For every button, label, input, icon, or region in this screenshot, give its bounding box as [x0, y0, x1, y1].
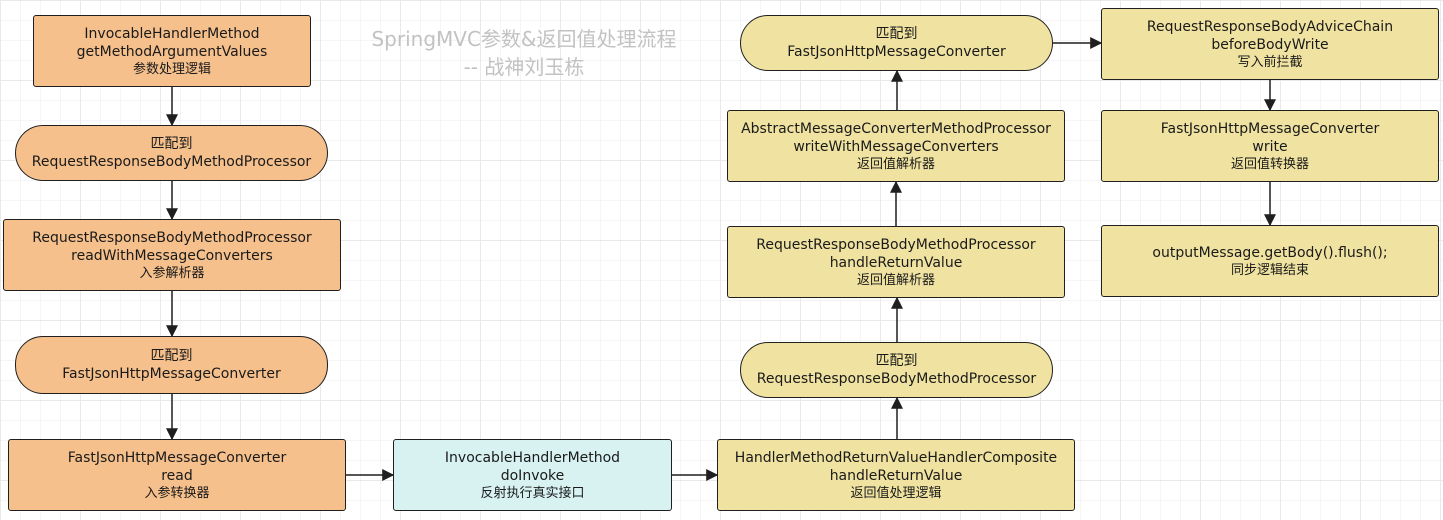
node-caption: 返回值转换器 [1230, 156, 1309, 172]
node-line-2: FastJsonHttpMessageConverter [787, 44, 1006, 60]
node-caption: 入参解析器 [139, 265, 205, 281]
node-do-invoke[interactable]: InvocableHandlerMethod doInvoke 反射执行真实接口 [393, 439, 672, 511]
node-line-1: FastJsonHttpMessageConverter [1160, 120, 1380, 137]
node-caption: 写入前拦截 [1237, 54, 1303, 70]
node-caption: 反射执行真实接口 [480, 485, 585, 501]
node-line-2: read [161, 467, 193, 484]
node-caption: 同步逻辑结束 [1230, 262, 1309, 278]
title-line-1: SpringMVC参数&返回值处理流程 [371, 27, 677, 51]
node-match-return-processor[interactable]: 匹配到 RequestResponseBodyMethodProcessor [740, 342, 1053, 398]
node-line-1: 匹配到 [875, 353, 918, 369]
node-line-2: beforeBodyWrite [1211, 36, 1329, 53]
node-processor-handle-return-value[interactable]: RequestResponseBodyMethodProcessor handl… [727, 226, 1065, 298]
node-get-method-argument-values[interactable]: InvocableHandlerMethod getMethodArgument… [33, 15, 311, 87]
node-line-2: handleReturnValue [829, 254, 963, 271]
node-output-flush[interactable]: outputMessage.getBody().flush(); 同步逻辑结束 [1101, 225, 1439, 297]
node-read-with-message-converters[interactable]: RequestResponseBodyMethodProcessor readW… [3, 219, 341, 291]
node-caption: 返回值处理逻辑 [850, 485, 942, 501]
node-line-2: writeWithMessageConverters [793, 138, 999, 155]
node-line-1: FastJsonHttpMessageConverter [67, 449, 287, 466]
node-line-1: HandlerMethodReturnValueHandlerComposite [734, 449, 1058, 466]
node-line-1: 匹配到 [150, 348, 193, 364]
node-line-2: getMethodArgumentValues [76, 43, 268, 60]
diagram-title: SpringMVC参数&返回值处理流程 -- 战神刘玉栋 [350, 25, 698, 81]
node-converter-write[interactable]: FastJsonHttpMessageConverter write 返回值转换… [1101, 110, 1439, 182]
node-line-2: readWithMessageConverters [71, 247, 273, 264]
node-line-2: handleReturnValue [829, 467, 963, 484]
node-converter-read[interactable]: FastJsonHttpMessageConverter read 入参转换器 [8, 439, 346, 511]
title-line-2: -- 战神刘玉栋 [463, 55, 585, 79]
node-caption: 返回值解析器 [856, 272, 935, 288]
node-line-2: write [1252, 138, 1288, 155]
node-line-1: 匹配到 [150, 136, 193, 152]
node-line-1: RequestResponseBodyMethodProcessor [756, 236, 1036, 253]
node-line-1: InvocableHandlerMethod [444, 449, 621, 466]
node-line-2: RequestResponseBodyMethodProcessor [756, 371, 1037, 387]
node-line-2: doInvoke [500, 467, 565, 484]
node-composite-handle-return-value[interactable]: HandlerMethodReturnValueHandlerComposite… [717, 439, 1075, 511]
node-line-1: RequestResponseBodyAdviceChain [1146, 18, 1394, 35]
node-line-1: outputMessage.getBody().flush(); [1152, 244, 1388, 261]
node-match-arg-processor[interactable]: 匹配到 RequestResponseBodyMethodProcessor [15, 125, 328, 181]
node-match-return-converter[interactable]: 匹配到 FastJsonHttpMessageConverter [740, 15, 1053, 71]
node-line-1: InvocableHandlerMethod [84, 25, 260, 42]
node-line-1: RequestResponseBodyMethodProcessor [32, 229, 312, 246]
node-line-2: FastJsonHttpMessageConverter [62, 366, 281, 382]
node-write-with-message-converters[interactable]: AbstractMessageConverterMethodProcessor … [727, 110, 1065, 182]
node-caption: 参数处理逻辑 [132, 61, 211, 77]
node-match-arg-converter[interactable]: 匹配到 FastJsonHttpMessageConverter [15, 336, 328, 394]
node-caption: 入参转换器 [144, 485, 210, 501]
node-line-1: 匹配到 [875, 26, 918, 42]
node-caption: 返回值解析器 [856, 156, 935, 172]
node-before-body-write[interactable]: RequestResponseBodyAdviceChain beforeBod… [1101, 8, 1439, 80]
node-line-1: AbstractMessageConverterMethodProcessor [741, 120, 1051, 137]
node-line-2: RequestResponseBodyMethodProcessor [31, 154, 312, 170]
